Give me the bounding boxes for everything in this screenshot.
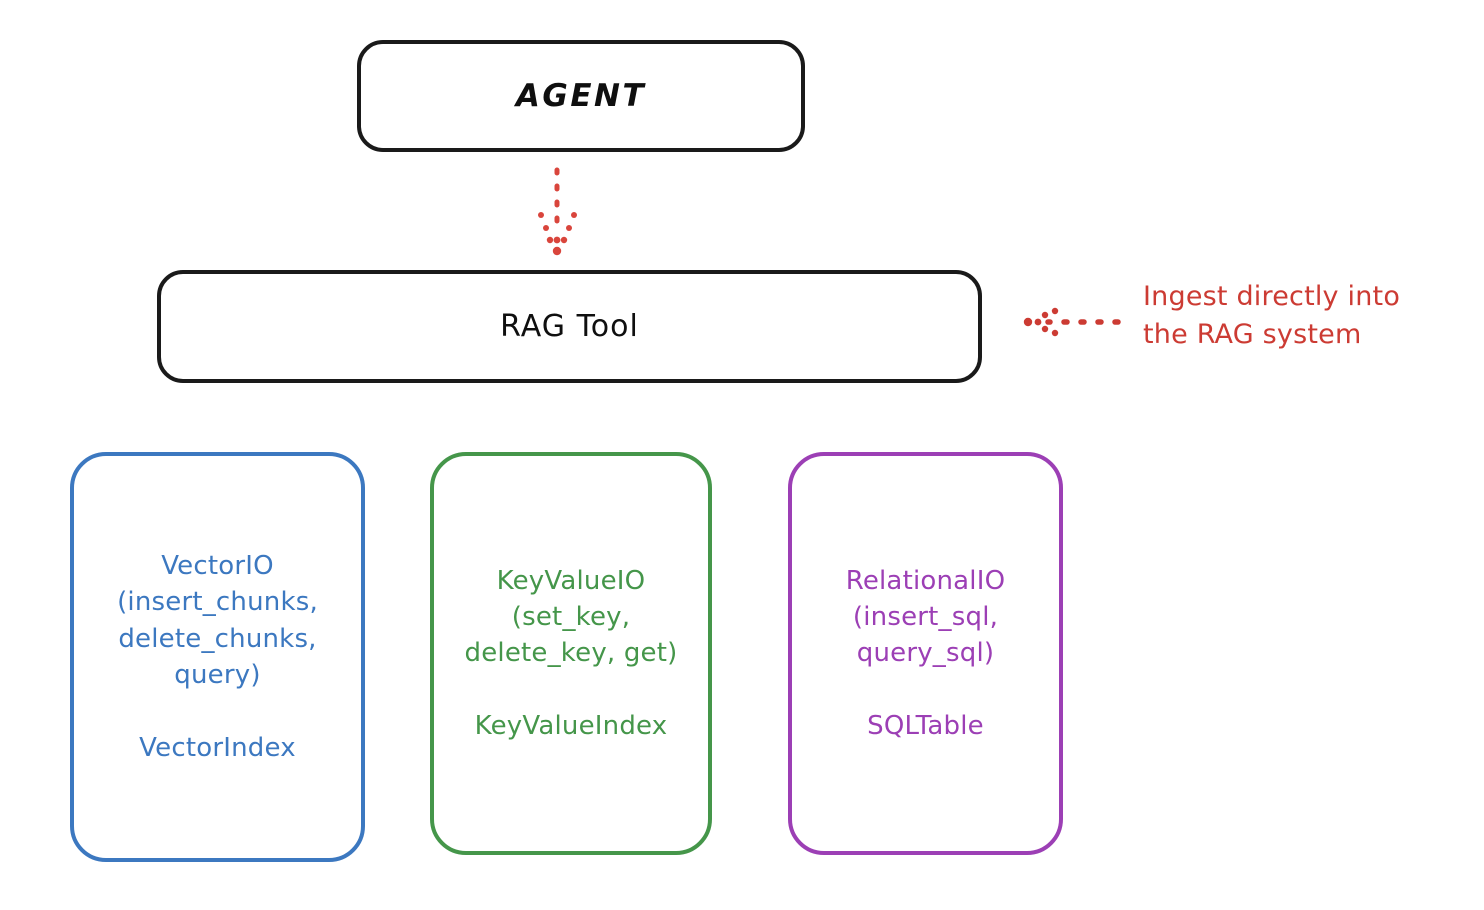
relational-io-node[interactable]: RelationalIO (insert_sql, query_sql) SQL… bbox=[788, 452, 1063, 855]
agent-node-label: AGENT bbox=[515, 77, 647, 114]
key-value-io-node[interactable]: KeyValueIO (set_key, delete_key, get) Ke… bbox=[430, 452, 712, 855]
rag-tool-node[interactable]: RAG Tool bbox=[157, 270, 982, 383]
ingest-annotation-text: Ingest directly into the RAG system bbox=[1143, 281, 1401, 351]
agent-node[interactable]: AGENT bbox=[357, 40, 805, 152]
relational-io-node-label: RelationalIO (insert_sql, query_sql) SQL… bbox=[845, 565, 1006, 742]
vector-io-node[interactable]: VectorIO (insert_chunks, delete_chunks, … bbox=[70, 452, 365, 862]
vector-io-node-label: VectorIO (insert_chunks, delete_chunks, … bbox=[117, 550, 318, 763]
key-value-io-node-label: KeyValueIO (set_key, delete_key, get) Ke… bbox=[464, 565, 678, 742]
agent-to-rag-tool-arrow bbox=[538, 167, 577, 256]
rag-tool-node-label: RAG Tool bbox=[500, 309, 639, 344]
ingest-arrow bbox=[1023, 307, 1121, 337]
